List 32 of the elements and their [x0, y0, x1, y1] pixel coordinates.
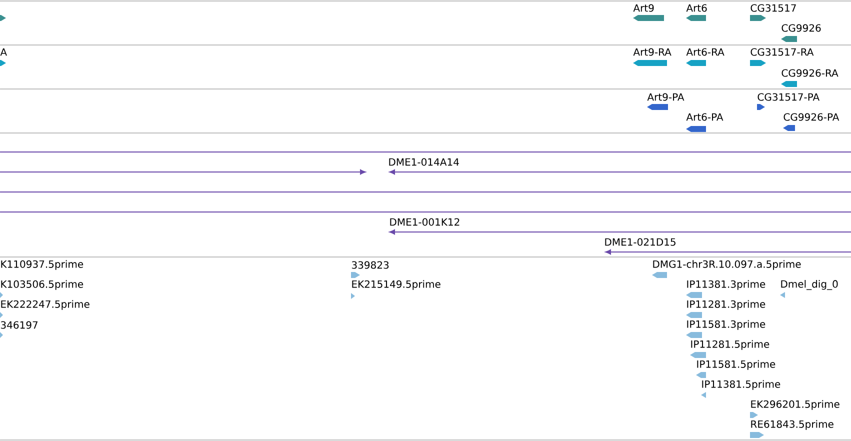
feature-label: Art9-PA: [647, 93, 684, 101]
feature-label: DME1-021D15: [605, 238, 676, 246]
feature-label: K103506.5prime: [1, 280, 84, 290]
feature-label: CG31517: [750, 4, 796, 12]
feature-label: Art6-RA: [686, 48, 724, 56]
feature-label: IP11281.3prime: [687, 300, 766, 310]
feature-label: Art9-RA: [633, 48, 672, 56]
feature-label: CG31517-PA: [758, 93, 820, 101]
feature-label: 346197: [0, 321, 38, 329]
feature-label: IP11581.5prime: [697, 360, 776, 370]
feature-label: DME1-001K12: [390, 218, 460, 226]
feature-label: CG9926-RA: [782, 69, 838, 77]
feature-label: DMG1-chr3R.10.097.a.5prime: [653, 260, 801, 270]
feature-label: Art6: [686, 4, 707, 12]
feature-label: CG31517-RA: [750, 48, 814, 56]
feature-label: Art6-PA: [686, 113, 724, 121]
feature-label: IP11381.5prime: [702, 380, 780, 390]
feature-label: IP11581.3prime: [687, 320, 766, 330]
feature-label: EK215149.5prime: [352, 280, 440, 290]
feature-label: RE61843.5prime: [751, 420, 834, 430]
feature-label: DME1-014A14: [389, 158, 459, 166]
feature-label: Dmel_dig_0: [781, 280, 838, 290]
feature-label: EK296201.5prime: [751, 400, 840, 410]
feature-label: K110937.5prime: [1, 260, 84, 270]
feature-label: EK222247.5prime: [1, 300, 90, 310]
feature-label: CG9926: [782, 24, 821, 32]
feature-label: Art9: [633, 4, 654, 12]
feature-label: IP11281.5prime: [691, 340, 770, 350]
feature-label: IP11381.3prime: [687, 280, 766, 290]
feature-label: CG9926-PA: [784, 113, 840, 121]
feature-label: A: [0, 48, 7, 56]
feature-label: 339823: [352, 261, 389, 269]
